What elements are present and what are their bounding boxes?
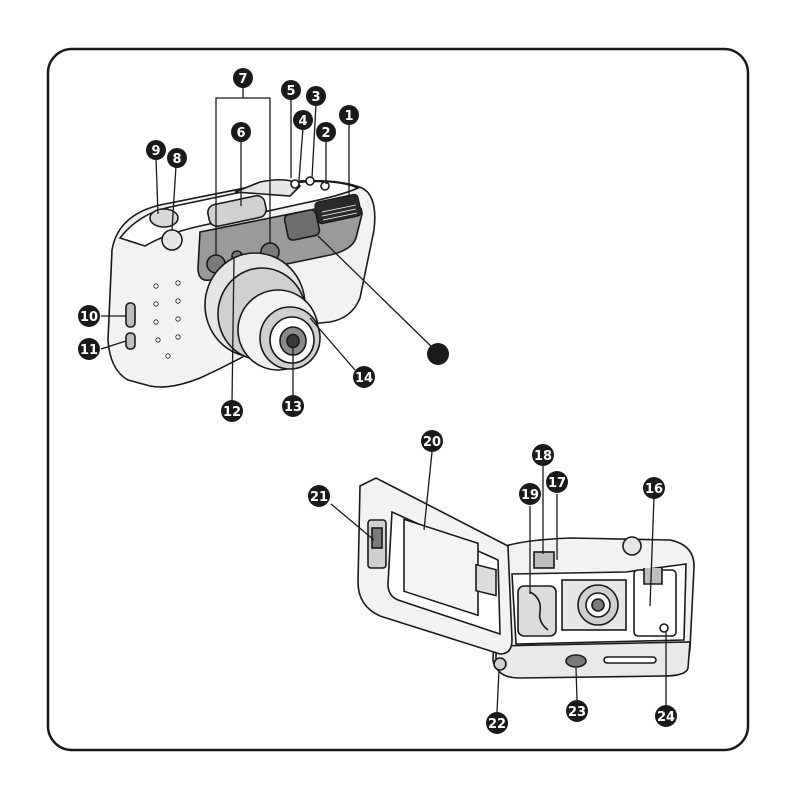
callout-22: 22 <box>486 712 508 734</box>
callout-24: 24 <box>655 705 677 727</box>
viewfinder-eyepiece <box>534 552 554 568</box>
callout-10: 10 <box>78 305 100 327</box>
back-release-pin <box>660 624 668 632</box>
callout-4: 4 <box>293 110 313 130</box>
viewfinder-window <box>284 209 321 241</box>
rear-lens-core <box>592 599 604 611</box>
callout-16: 16 <box>643 477 665 499</box>
callout-18: 18 <box>532 444 554 466</box>
callout-17-label: 17 <box>548 476 566 491</box>
callout-10-label: 10 <box>80 310 98 325</box>
callout-17: 17 <box>546 471 568 493</box>
callout-24-label: 24 <box>657 710 675 725</box>
date-back-window <box>372 528 382 548</box>
callout-5: 5 <box>281 80 301 100</box>
top-button-b <box>306 177 314 185</box>
callout-20: 20 <box>421 430 443 452</box>
callout-8: 8 <box>167 148 187 168</box>
callout-19: 19 <box>519 483 541 505</box>
rewind-button <box>494 658 506 670</box>
callout-6-label: 6 <box>236 126 245 141</box>
callout-14: 14 <box>353 366 375 388</box>
callout-14-label: 14 <box>355 371 373 386</box>
callout-6: 6 <box>231 122 251 142</box>
callout-2-label: 2 <box>321 126 330 141</box>
callout-2: 2 <box>316 122 336 142</box>
callout-3-label: 3 <box>311 90 320 105</box>
callout-4-label: 4 <box>298 114 307 129</box>
callout-15 <box>427 343 449 365</box>
callout-11: 11 <box>78 338 100 360</box>
take-up-spool-chamber <box>518 586 556 636</box>
callout-21: 21 <box>308 485 330 507</box>
callout-12: 12 <box>221 400 243 422</box>
battery-cover-slot <box>604 657 656 663</box>
side-switch-upper <box>126 303 135 327</box>
callout-1-label: 1 <box>344 109 353 124</box>
callout-3: 3 <box>306 86 326 106</box>
callout-19-label: 19 <box>521 488 539 503</box>
callout-12-label: 12 <box>223 405 241 420</box>
tripod-socket <box>566 655 586 667</box>
callout-7-label: 7 <box>238 72 247 87</box>
callout-23-label: 23 <box>568 705 586 720</box>
side-switch-lower <box>126 333 135 349</box>
shutter-release-button <box>162 230 182 250</box>
callout-9-label: 9 <box>151 144 160 159</box>
door-window <box>476 565 496 596</box>
callout-11-label: 11 <box>80 343 98 358</box>
callout-1: 1 <box>339 105 359 125</box>
callout-8-label: 8 <box>172 152 181 167</box>
top-button-c <box>321 182 329 190</box>
callout-13-label: 13 <box>284 400 302 415</box>
zoom-lever <box>150 209 178 227</box>
callout-13: 13 <box>282 395 304 417</box>
bottom-plate <box>496 642 690 678</box>
rewind-fork <box>644 568 662 584</box>
callout-18-label: 18 <box>534 449 552 464</box>
back-top-dial <box>623 537 641 555</box>
callout-23: 23 <box>566 700 588 722</box>
callout-20-label: 20 <box>423 435 441 450</box>
callout-22-label: 22 <box>488 717 506 732</box>
callout-16-label: 16 <box>645 482 663 497</box>
callout-7: 7 <box>233 68 253 88</box>
callout-9: 9 <box>146 140 166 160</box>
top-button-a <box>291 180 299 188</box>
callout-21-label: 21 <box>310 490 328 505</box>
callout-5-label: 5 <box>286 84 295 99</box>
